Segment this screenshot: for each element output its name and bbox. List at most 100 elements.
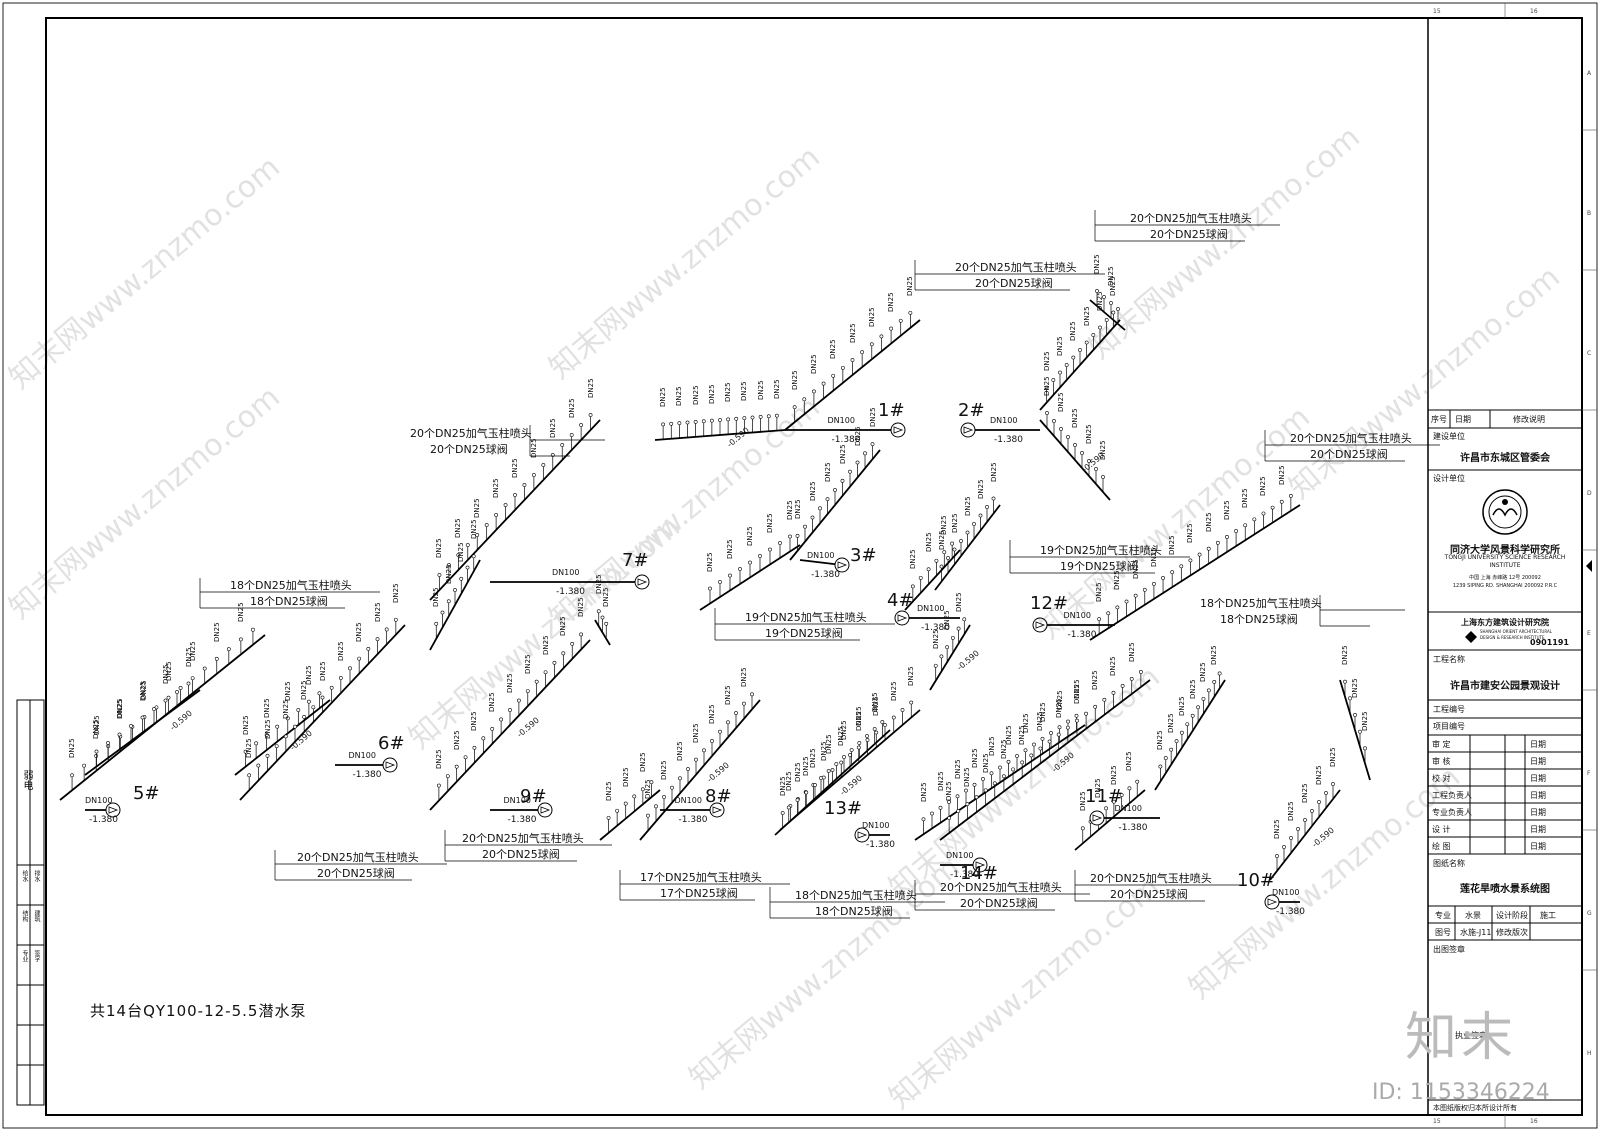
branch-pipe-label: DN25: [675, 386, 684, 407]
sign-date-label: 日期: [1530, 740, 1546, 749]
pump-icon: [894, 610, 910, 626]
branch-pipe-label: DN25: [1277, 465, 1286, 485]
nozzle-head-icon: [1142, 587, 1147, 592]
branch-pipe-label: DN25: [963, 767, 972, 788]
nozzle-head-icon: [955, 794, 960, 799]
nozzle-head-icon: [1212, 680, 1217, 684]
nozzle-head-icon: [702, 748, 706, 753]
branch-pipe: [599, 789, 661, 841]
branch-pipe-label: DN25: [241, 715, 250, 735]
nozzle-head-icon: [839, 760, 844, 765]
nozzle-head-icon: [1011, 767, 1015, 772]
nozzle-head-icon: [484, 523, 489, 527]
grid-row-D: D: [1587, 490, 1592, 497]
branch-pipe-label: DN25: [659, 387, 668, 408]
nozzle-head-icon: [186, 681, 191, 686]
nozzle-head-icon: [1282, 845, 1286, 849]
nozzle-head-icon: [459, 576, 464, 581]
nozzle-head-icon: [436, 783, 441, 788]
nozzle-head-icon: [889, 326, 893, 331]
branch-pipe-label: DN25: [1069, 320, 1078, 341]
sign-role: 工程负责人: [1432, 791, 1472, 800]
nozzle-head-icon: [561, 651, 566, 656]
nozzle-head-icon: [1049, 731, 1053, 735]
nozzle-head-icon: [910, 584, 915, 589]
branch-pipe-label: DN25: [823, 462, 832, 483]
callout-nozzles: 20个DN25加气玉柱喷头: [940, 881, 1062, 894]
stage-label: 设计阶段: [1496, 911, 1528, 920]
sign-date-label: 日期: [1530, 791, 1546, 800]
grid-marks: [1504, 3, 1597, 1128]
main-pipe-label: DN100: [862, 821, 890, 830]
nozzle-head-icon: [992, 781, 997, 786]
nozzle-head-icon: [117, 732, 122, 737]
pump-label: 10#: [1237, 870, 1275, 891]
nozzle-head-icon: [933, 663, 938, 668]
nozzle-head-icon: [709, 418, 714, 423]
branch-pipe-label: DN25: [548, 418, 557, 438]
branch-pipe-label: DN25: [1222, 500, 1231, 520]
nozzle-head-icon: [939, 654, 944, 659]
branch-pipe-label: DN25: [1199, 662, 1208, 682]
branch-pipe-label: DN25: [907, 665, 916, 686]
nozzle-head-icon: [1197, 552, 1202, 557]
main-pipe-label: DN100: [946, 851, 974, 860]
nozzle-head-icon: [348, 666, 352, 671]
owner-label: 建设单位: [1433, 432, 1465, 441]
project-no-label: 工程编号: [1433, 705, 1465, 714]
nozzle-head-icon: [596, 609, 601, 614]
branch-pipe-label: DN25: [746, 525, 754, 546]
main-pipe-label: DN100: [85, 796, 113, 805]
nozzle-head-icon: [1097, 617, 1102, 622]
nozzle-head-icon: [898, 318, 903, 323]
branch-pipe-label: DN25: [184, 646, 193, 667]
branch-pipe-label: DN25: [889, 680, 898, 701]
nozzle-head-icon: [860, 350, 865, 355]
branch-pipe-label: DN25: [355, 622, 364, 642]
nozzle-head-icon: [1303, 818, 1307, 822]
strip-label: 排水: [33, 870, 40, 882]
nozzle-head-icon: [256, 763, 261, 768]
callout-valves: 19个DN25球阀: [1060, 560, 1138, 573]
nozzle-head-icon: [265, 753, 270, 758]
branch-pipe-label: DN25: [706, 551, 714, 572]
nozzle-head-icon: [880, 720, 885, 724]
main-elev-label: -1.380: [811, 570, 841, 580]
nozzle-head-icon: [879, 334, 884, 339]
nozzle-head-icon: [766, 414, 771, 419]
branch-pipe-label: DN25: [1167, 713, 1176, 733]
nozzle-head-icon: [834, 762, 839, 766]
main-elev-label: -1.380: [1276, 907, 1306, 917]
nozzle-head-icon: [640, 787, 645, 792]
branch-pipe-label: DN25: [1043, 376, 1051, 396]
nozzle-head-icon: [317, 691, 322, 696]
pump-label: 14#: [960, 863, 998, 884]
partner-en-1: SHANGHAI ORIENT ARCHITECTURAL: [1480, 629, 1552, 634]
owner-name: 许昌市东城区管委会: [1460, 453, 1550, 464]
main-pipe-label: DN100: [1063, 611, 1091, 620]
nozzle-head-icon: [1058, 370, 1062, 375]
nozzle-head-icon: [742, 416, 747, 421]
nozzle-head-icon: [795, 533, 800, 538]
callout-nozzles: 18个DN25加气玉柱喷头: [1200, 597, 1322, 610]
nozzle-head-icon: [778, 541, 782, 545]
nozzle-head-icon: [938, 805, 943, 810]
branch-pipe-label: DN25: [786, 499, 794, 520]
nozzle-head-icon: [718, 729, 722, 734]
branch-pipe-label: DN25: [435, 538, 444, 558]
pump-icon: [854, 827, 870, 843]
nozzle-head-icon: [534, 679, 539, 684]
nozzle-head-icon: [848, 469, 852, 474]
nozzle-head-icon: [275, 724, 280, 729]
nozzle-head-icon: [874, 730, 879, 735]
nozzle-head-icon: [569, 433, 574, 437]
callout-valves: 20个DN25球阀: [1150, 228, 1228, 241]
nozzle-head-icon: [821, 775, 826, 780]
strip-label: 签字: [33, 950, 40, 962]
nozzle-head-icon: [1111, 310, 1116, 315]
branch-pipe-label: DN25: [692, 723, 700, 743]
sheet-no-value: 水施-J11: [1460, 928, 1492, 937]
stamp-label: 执业签章: [1455, 1031, 1487, 1040]
project-name: 许昌市建安公园景观设计: [1450, 681, 1560, 692]
sign-role: 绘 图: [1432, 842, 1451, 851]
